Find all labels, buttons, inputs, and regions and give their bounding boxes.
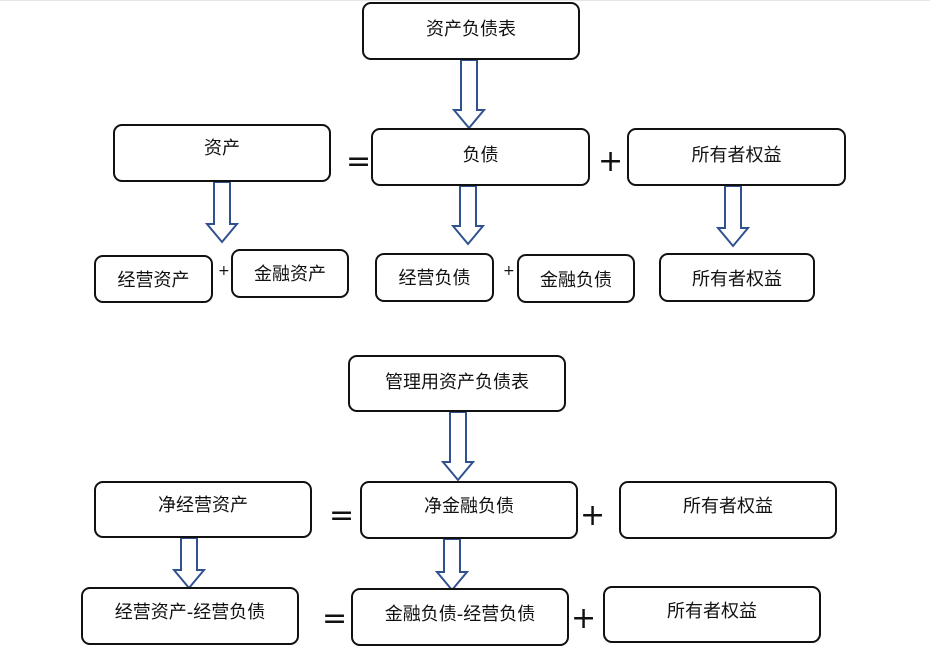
equity-box-bottom: 所有者权益 [619,481,837,539]
down-arrow-icon [171,537,207,590]
equity-box: 所有者权益 [627,128,846,186]
down-arrow-icon [715,185,751,248]
assets-box: 资产 [113,124,331,182]
down-arrow-icon [440,411,476,482]
down-arrow-icon [450,185,486,246]
down-arrow-icon [204,181,240,244]
plus-sign: + [580,498,606,533]
operating-liabilities-box: 经营负债 [375,253,494,302]
down-arrow-icon [434,538,470,592]
operating-assets-box: 经营资产 [94,255,213,303]
equals-sign: = [322,601,348,636]
equals-sign: = [346,144,372,179]
management-balance-sheet-box: 管理用资产负债表 [348,355,566,412]
equity-detail-box-bottom: 所有者权益 [603,586,821,643]
balance-sheet-box: 资产负债表 [362,2,580,60]
top-border [0,0,930,1]
down-arrow-icon [451,59,487,130]
plus-sign-small: + [503,263,515,279]
equals-sign: = [329,498,355,533]
equity-detail-box: 所有者权益 [659,253,815,302]
noa-formula-box: 经营资产-经营负债 [81,587,299,645]
financial-liabilities-box: 金融负债 [517,254,635,303]
plus-sign: + [571,601,597,636]
nfl-formula-box: 金融负债-经营负债 [351,588,569,646]
net-financial-liabilities-box: 净金融负债 [360,481,578,539]
net-operating-assets-box: 净经营资产 [94,481,312,538]
liabilities-box: 负债 [371,128,590,186]
plus-sign-small: + [218,263,230,279]
plus-sign: + [598,144,624,179]
financial-assets-box: 金融资产 [231,249,349,298]
